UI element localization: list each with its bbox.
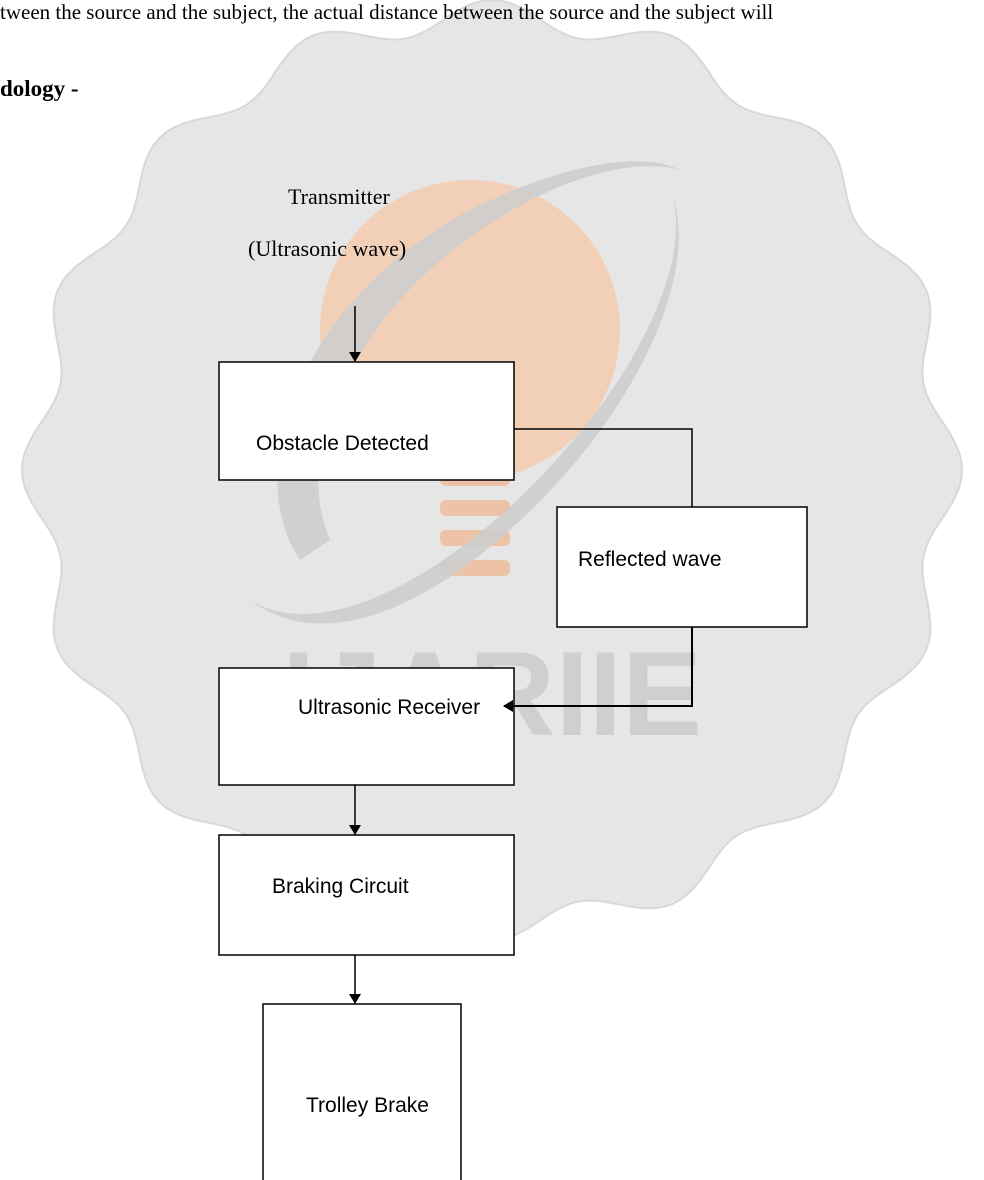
trolley-brake-label: Trolley Brake [306,1094,429,1117]
body-text-fragment: tween the source and the subject, the ac… [0,0,774,24]
watermark-orbit-ring-icon [250,161,680,624]
transmitter-subtitle: (Ultrasonic wave) [248,236,407,261]
ultrasonic-receiver-box [218,667,515,786]
transmitter-title: Transmitter [288,184,390,209]
trolley-brake-box [262,1003,462,1180]
obstacle-detected-label: Obstacle Detected [256,432,429,455]
section-heading: dology - [0,76,79,101]
braking-circuit-box [218,834,515,956]
arrow-reflected-to-receiver [503,627,693,712]
reflected-wave-label: Reflected wave [578,548,722,571]
ultrasonic-receiver-label: Ultrasonic Receiver [298,696,480,719]
obstacle-detected-box [218,361,515,481]
braking-circuit-label: Braking Circuit [272,875,409,898]
reflected-wave-box [556,506,808,628]
connector-obstacle-to-reflected [514,428,693,507]
